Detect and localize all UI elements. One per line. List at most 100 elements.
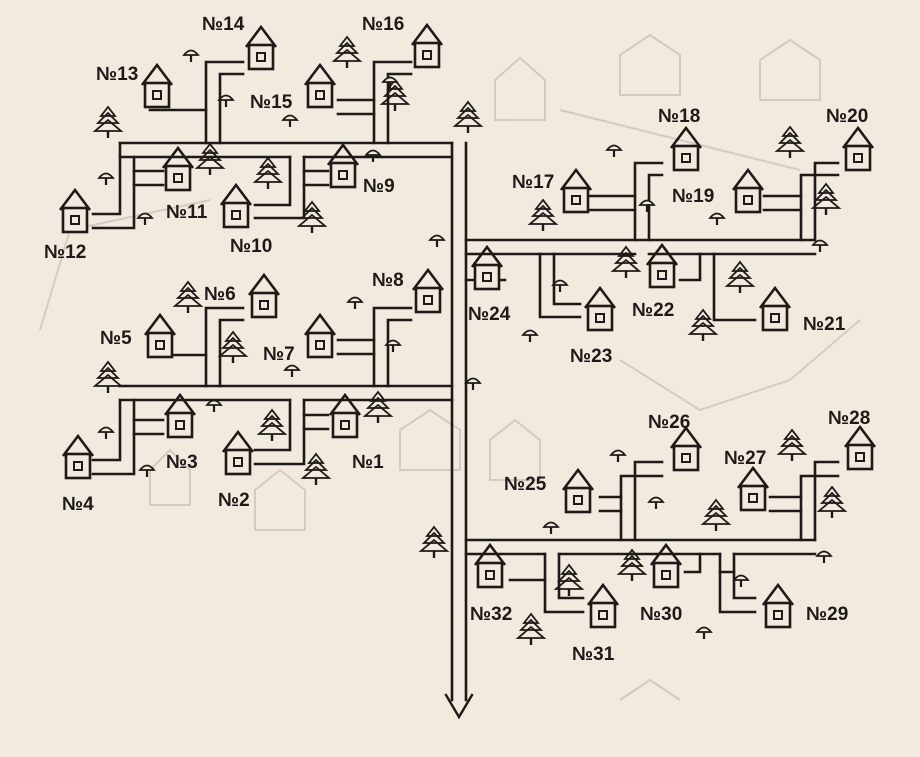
- house-icon: [219, 183, 253, 229]
- mushroom-icon: [605, 144, 623, 159]
- tree-icon: [173, 280, 203, 315]
- branch-top-left: [118, 141, 454, 159]
- down-arrow-icon: [444, 693, 474, 720]
- mushroom-icon: [811, 239, 829, 254]
- label-house-30: №30: [640, 604, 682, 625]
- branch-bottom-right: [464, 538, 817, 556]
- label-house-10: №10: [230, 236, 272, 257]
- label-house-3: №3: [166, 452, 198, 473]
- mushroom-icon: [97, 426, 115, 441]
- mushroom-icon: [136, 212, 154, 227]
- tree-icon: [817, 485, 847, 520]
- house-icon: [410, 23, 444, 69]
- house-icon: [473, 543, 507, 589]
- house-icon: [411, 268, 445, 314]
- mushroom-icon: [346, 296, 364, 311]
- mushroom-icon: [428, 234, 446, 249]
- label-house-1: №1: [352, 452, 384, 473]
- tree-icon: [725, 260, 755, 295]
- mushroom-icon: [281, 114, 299, 129]
- label-house-13: №13: [96, 64, 138, 85]
- house-icon: [843, 425, 877, 471]
- house-icon: [736, 466, 770, 512]
- label-house-12: №12: [44, 242, 86, 263]
- label-house-26: №26: [648, 412, 690, 433]
- tree-icon: [93, 360, 123, 395]
- label-house-11: №11: [166, 202, 208, 223]
- mushroom-icon: [695, 626, 713, 641]
- mushroom-icon: [815, 550, 833, 565]
- house-icon: [561, 468, 595, 514]
- tree-icon: [257, 408, 287, 443]
- house-icon: [221, 430, 255, 476]
- mushroom-icon: [708, 212, 726, 227]
- house-icon: [645, 243, 679, 289]
- tree-icon: [516, 612, 546, 647]
- tree-icon: [380, 78, 410, 113]
- house-icon: [586, 583, 620, 629]
- label-house-28: №28: [828, 408, 870, 429]
- tree-icon: [528, 198, 558, 233]
- label-house-29: №29: [806, 604, 848, 625]
- house-icon: [303, 63, 337, 109]
- house-icon: [559, 168, 593, 214]
- label-house-9: №9: [363, 176, 395, 197]
- house-icon: [326, 143, 360, 189]
- house-icon: [731, 168, 765, 214]
- tree-icon: [93, 105, 123, 140]
- label-house-21: №21: [803, 314, 846, 335]
- mushroom-icon: [205, 399, 223, 414]
- house-icon: [143, 313, 177, 359]
- mushroom-icon: [609, 449, 627, 464]
- label-house-16: №16: [362, 14, 404, 35]
- house-icon: [244, 25, 278, 71]
- label-house-6: №6: [204, 284, 236, 305]
- house-icon: [841, 126, 875, 172]
- house-icon: [761, 583, 795, 629]
- house-icon: [58, 188, 92, 234]
- tree-icon: [775, 125, 805, 160]
- mushroom-icon: [732, 574, 750, 589]
- label-house-22: №22: [632, 300, 674, 321]
- label-house-8: №8: [372, 270, 404, 291]
- tree-icon: [777, 428, 807, 463]
- tree-icon: [811, 182, 841, 217]
- branch-mid-left: [118, 384, 454, 402]
- label-house-20: №20: [826, 106, 868, 127]
- label-house-25: №25: [504, 474, 547, 495]
- house-labels: №1 №2 №3 №4 №5 №6 №7 №8 №9 №10 №11 №12 №…: [44, 14, 870, 665]
- tree-icon: [701, 498, 731, 533]
- house-icon: [161, 146, 195, 192]
- label-house-23: №23: [570, 346, 612, 367]
- mushroom-icon: [638, 199, 656, 214]
- mushroom-icon: [97, 172, 115, 187]
- label-house-5: №5: [100, 328, 132, 349]
- tree-icon: [195, 142, 225, 177]
- bleed-through-background: [39, 33, 861, 701]
- label-house-31: №31: [572, 644, 615, 665]
- house-icon: [758, 286, 792, 332]
- tree-icon: [363, 390, 393, 425]
- tree-icon: [453, 100, 483, 135]
- house-icon: [669, 126, 703, 172]
- house-icon: [140, 63, 174, 109]
- label-house-18: №18: [658, 106, 700, 127]
- branch-top-right: [464, 238, 817, 256]
- tree-icon: [301, 452, 331, 487]
- label-house-15: №15: [250, 92, 293, 113]
- main-trunk: [450, 141, 468, 702]
- house-icon: [669, 426, 703, 472]
- label-house-4: №4: [62, 494, 94, 515]
- mushroom-icon: [647, 496, 665, 511]
- label-house-32: №32: [470, 604, 512, 625]
- label-house-24: №24: [468, 304, 511, 325]
- label-house-17: №17: [512, 172, 554, 193]
- label-house-7: №7: [263, 344, 295, 365]
- label-house-27: №27: [724, 448, 766, 469]
- house-icon: [303, 313, 337, 359]
- tree-icon: [611, 245, 641, 280]
- mushroom-icon: [464, 377, 482, 392]
- mushroom-icon: [283, 364, 301, 379]
- mushroom-icon: [182, 49, 200, 64]
- tree-icon: [253, 156, 283, 191]
